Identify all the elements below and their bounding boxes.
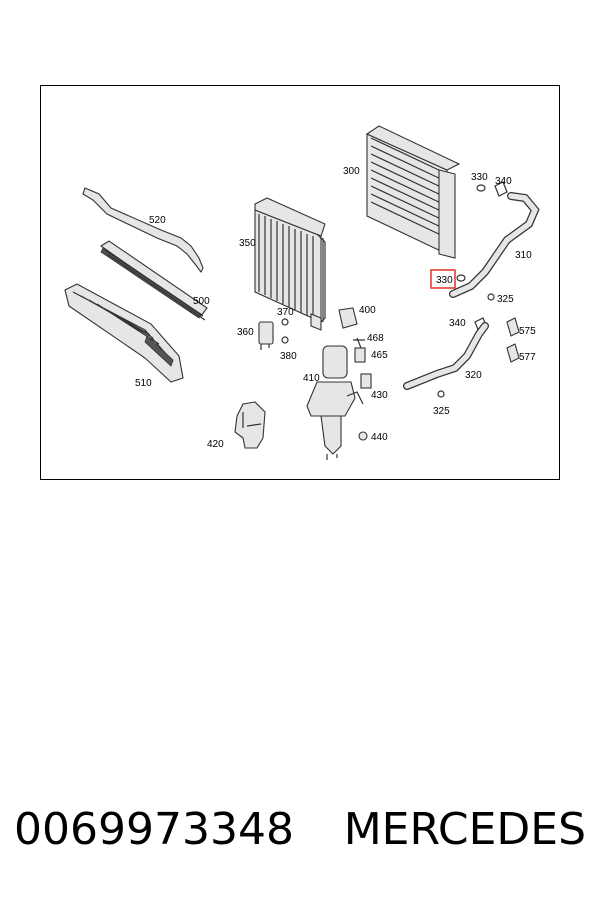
- label-340-lower: 340: [449, 318, 466, 329]
- label-440: 440: [371, 432, 388, 443]
- label-350: 350: [239, 238, 256, 249]
- label-300: 300: [343, 166, 360, 177]
- label-510: 510: [135, 378, 152, 389]
- highlight-callout: 330: [430, 269, 456, 289]
- label-465: 465: [371, 350, 388, 361]
- label-330-highlighted: 330: [436, 275, 453, 286]
- part-510-filter-housing: [64, 283, 184, 383]
- label-468: 468: [367, 333, 384, 344]
- part-440-plug: [358, 431, 368, 441]
- part-number: 0069973348: [14, 804, 294, 855]
- label-575: 575: [519, 326, 536, 337]
- part-465-connector: [354, 347, 366, 363]
- label-380: 380: [280, 351, 297, 362]
- part-300-heater-core: [365, 125, 461, 259]
- part-400-bracket: [338, 307, 358, 329]
- parts-diagram: 520 500 510 350 370 360 380 400 468 465 …: [40, 85, 560, 480]
- label-400: 400: [359, 305, 376, 316]
- label-330-upper: 330: [471, 172, 488, 183]
- label-577: 577: [519, 352, 536, 363]
- part-577-clip: [506, 343, 520, 363]
- part-430-sensor: [360, 373, 372, 389]
- label-370: 370: [277, 307, 294, 318]
- label-320: 320: [465, 370, 482, 381]
- highlight-box: [430, 269, 456, 289]
- part-410-water-valve: [306, 345, 364, 460]
- label-325-upper: 325: [497, 294, 514, 305]
- label-520: 520: [149, 215, 166, 226]
- part-380-ring: [281, 336, 289, 344]
- exploded-view: 520 500 510 350 370 360 380 400 468 465 …: [64, 125, 540, 460]
- part-468-screw: [353, 337, 365, 349]
- part-360-valve: [258, 321, 274, 350]
- part-330-ring-lower: [456, 274, 466, 282]
- part-330-ring-upper: [476, 184, 486, 192]
- label-500: 500: [193, 296, 210, 307]
- part-575-clip: [506, 317, 520, 337]
- part-320-hose: [403, 322, 489, 390]
- label-310: 310: [515, 250, 532, 261]
- part-370-ring: [281, 318, 289, 326]
- label-340-upper: 340: [495, 176, 512, 187]
- part-350-evaporator: [254, 197, 326, 331]
- part-340-clip-upper: [494, 181, 508, 197]
- part-420-bracket: [234, 401, 266, 449]
- label-410: 410: [303, 373, 320, 384]
- label-420: 420: [207, 439, 224, 450]
- caption-bar: 0069973348 MERCEDES: [0, 800, 600, 860]
- label-360: 360: [237, 327, 254, 338]
- part-325-ring-upper: [487, 293, 495, 301]
- part-500-filter: [100, 240, 208, 321]
- part-520-strip: [82, 187, 204, 274]
- part-325-ring-lower: [437, 390, 445, 398]
- part-310-hose: [449, 192, 540, 298]
- label-325-lower: 325: [433, 406, 450, 417]
- brand-name: MERCEDES: [343, 804, 586, 855]
- label-430: 430: [371, 390, 388, 401]
